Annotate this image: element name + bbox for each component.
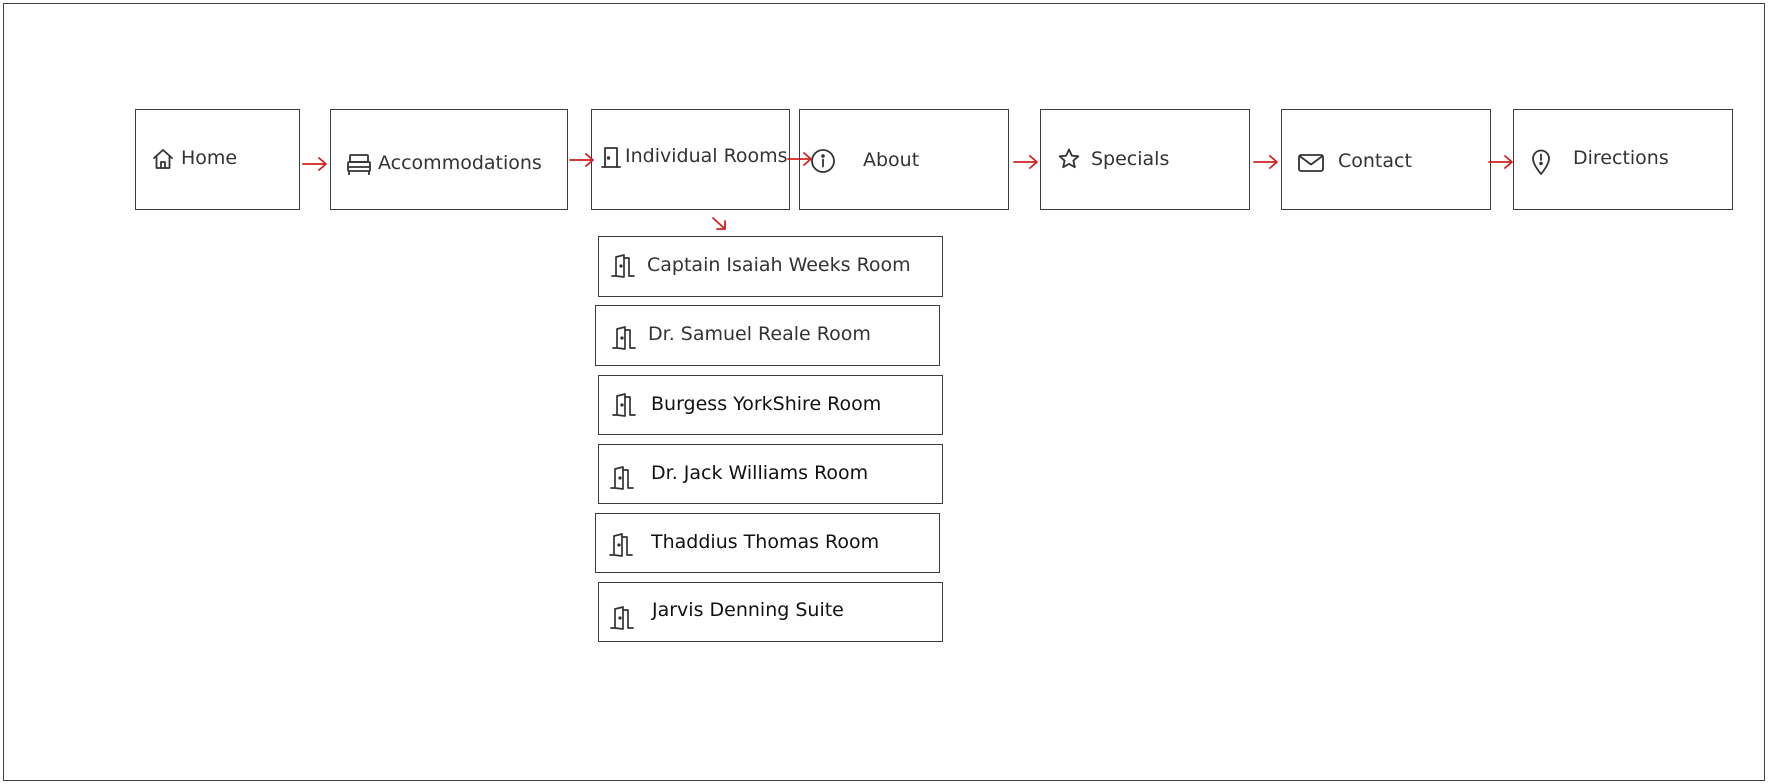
nav-item-about[interactable]: About [799,109,1009,210]
bed-icon [346,153,372,177]
arrow-right [1013,154,1039,170]
room-item[interactable]: Burgess YorkShire Room [598,375,943,435]
arrow-right [569,152,595,168]
door-icon [601,145,621,169]
nav-item-accommodations[interactable]: Accommodations [330,109,568,210]
arrow-right [1253,154,1279,170]
nav-label-individual-rooms: Individual Rooms [625,145,788,167]
door-open-icon [610,253,636,279]
room-item[interactable]: Jarvis Denning Suite [598,582,943,642]
wireframe-canvas [3,3,1765,781]
home-icon [151,147,175,171]
room-label: Captain Isaiah Weeks Room [647,254,911,276]
nav-item-specials[interactable]: Specials [1040,109,1250,210]
nav-label-accommodations: Accommodations [378,152,542,174]
nav-label-home: Home [181,147,238,169]
door-open-icon [608,532,634,558]
nav-label-specials: Specials [1091,148,1170,170]
room-label: Jarvis Denning Suite [652,599,844,621]
info-icon [810,148,836,174]
nav-item-individual-rooms[interactable]: Individual Rooms [591,109,790,210]
envelope-icon [1297,152,1325,174]
nav-item-directions[interactable]: Directions [1513,109,1733,210]
room-item[interactable]: Thaddius Thomas Room [595,513,940,573]
room-label: Dr. Jack Williams Room [651,462,869,484]
map-pin-icon [1530,148,1552,176]
room-item[interactable]: Captain Isaiah Weeks Room [598,236,943,297]
arrow-right [787,151,813,167]
door-open-icon [609,465,635,491]
nav-label-about: About [863,149,920,171]
nav-label-contact: Contact [1338,150,1412,172]
star-icon [1057,147,1081,171]
arrow-right [302,156,328,172]
nav-item-contact[interactable]: Contact [1281,109,1491,210]
nav-item-home[interactable]: Home [135,109,300,210]
room-item[interactable]: Dr. Jack Williams Room [598,444,943,504]
room-label: Burgess YorkShire Room [651,393,882,415]
room-label: Thaddius Thomas Room [651,531,880,553]
door-open-icon [609,605,635,631]
nav-label-directions: Directions [1573,147,1669,169]
room-label: Dr. Samuel Reale Room [648,323,871,345]
arrow-down-right [711,216,729,232]
door-open-icon [611,325,637,351]
room-item[interactable]: Dr. Samuel Reale Room [595,305,940,366]
arrow-right [1488,154,1514,170]
door-open-icon [611,392,637,418]
